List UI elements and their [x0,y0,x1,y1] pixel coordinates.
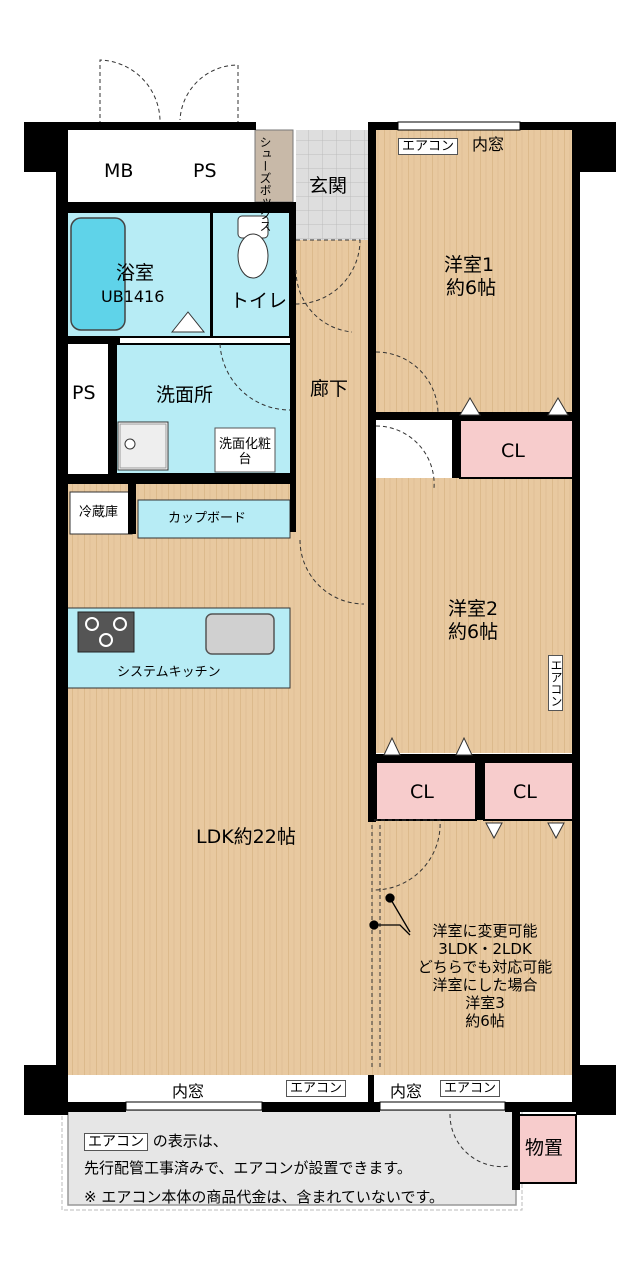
ldk-floor [66,482,368,1075]
bath-name-label: 浴室 [116,262,155,284]
shoebox [254,129,294,203]
windows [125,121,521,1111]
room2-floor [376,478,576,753]
room2-name-label: 洋室2 [448,598,499,620]
ldk-label: LDK約22帖 [196,826,296,848]
room1-name-label: 洋室1 [444,254,495,276]
room3-aircon-label: エアコン [440,1080,501,1097]
room3-floor [368,820,576,1075]
room3-window-label: 内窓 [390,1082,423,1101]
cl2-label: CL [410,781,434,803]
interior-doors [219,239,511,1168]
washing-machine-icon [117,421,169,471]
bathtub [70,217,126,331]
bath-door-mark [170,311,206,333]
mb-label: MB [104,160,134,182]
room2-aircon-label: エアコン [548,655,563,711]
toilet-label: トイレ [230,290,288,312]
genkan-label: 玄関 [309,175,348,197]
storage-label: 物置 [525,1137,564,1159]
ldk-window-label: 内窓 [172,1082,205,1101]
legend-line-1: エアコン の表示は、 [84,1128,412,1155]
cl3-label: CL [513,781,537,803]
legend-aircon-box: エアコン [84,1133,148,1151]
shoes-box-label: シューズボックス [258,136,272,232]
option-line-1: 洋室に変更可能 [432,922,538,940]
cl1-label: CL [501,440,525,462]
room1-aircon-label: エアコン [398,138,459,155]
legend-line-2: 先行配管工事済みで、エアコンが設置できます。 [84,1159,412,1177]
room1-window-label: 内窓 [472,135,505,154]
cupboard [137,499,291,539]
room1-floor [376,130,576,415]
ps-left-label: PS [72,382,96,404]
legend-line-3: ※ エアコン本体の商品代金は、含まれていないです。 [84,1188,444,1206]
legend-line-1-text: の表示は、 [152,1132,228,1150]
kitchen-label: システムキッチン [117,665,221,680]
option-note: 洋室に変更可能 3LDK・2LDK どちらでも対応可能 洋室にした場合 洋室3 … [390,922,580,1030]
closet-room1 [459,419,576,479]
ps-top-label: PS [193,160,217,182]
corridor-floor [296,240,368,540]
storage [517,1114,577,1184]
option-line-6: 約6帖 [465,1012,505,1030]
annotation-pointer [369,893,411,936]
walls [24,122,616,1190]
washroom-label: 洗面所 [156,384,214,406]
cupboard-label: カップボード [168,511,247,526]
sink-icon [205,613,275,655]
outer-door-swings [99,59,239,125]
closet-door-marks [383,397,569,840]
stove-icon [77,611,135,653]
option-line-5: 洋室3 [465,994,505,1012]
option-line-2: 3LDK・2LDK [438,940,532,958]
toilet-icon [237,215,269,279]
vanity-label: 洗面化粧台 [219,437,272,467]
ldk-aircon-label: エアコン [286,1080,347,1097]
option-line-4: 洋室にした場合 [432,976,538,994]
fridge-label: 冷蔵庫 [79,505,119,520]
room1-size-label: 約6帖 [446,277,497,299]
room2-size-label: 約6帖 [448,621,499,643]
legend: エアコン の表示は、 先行配管工事済みで、エアコンが設置できます。 [84,1128,412,1181]
corridor-label: 廊下 [310,378,349,400]
vanity-unit [214,427,276,473]
closet-room2-b [483,761,577,821]
option-line-3: どちらでも対応可能 [417,958,553,976]
bath-size-label: UB1416 [101,287,165,306]
genkan-floor [296,130,368,240]
